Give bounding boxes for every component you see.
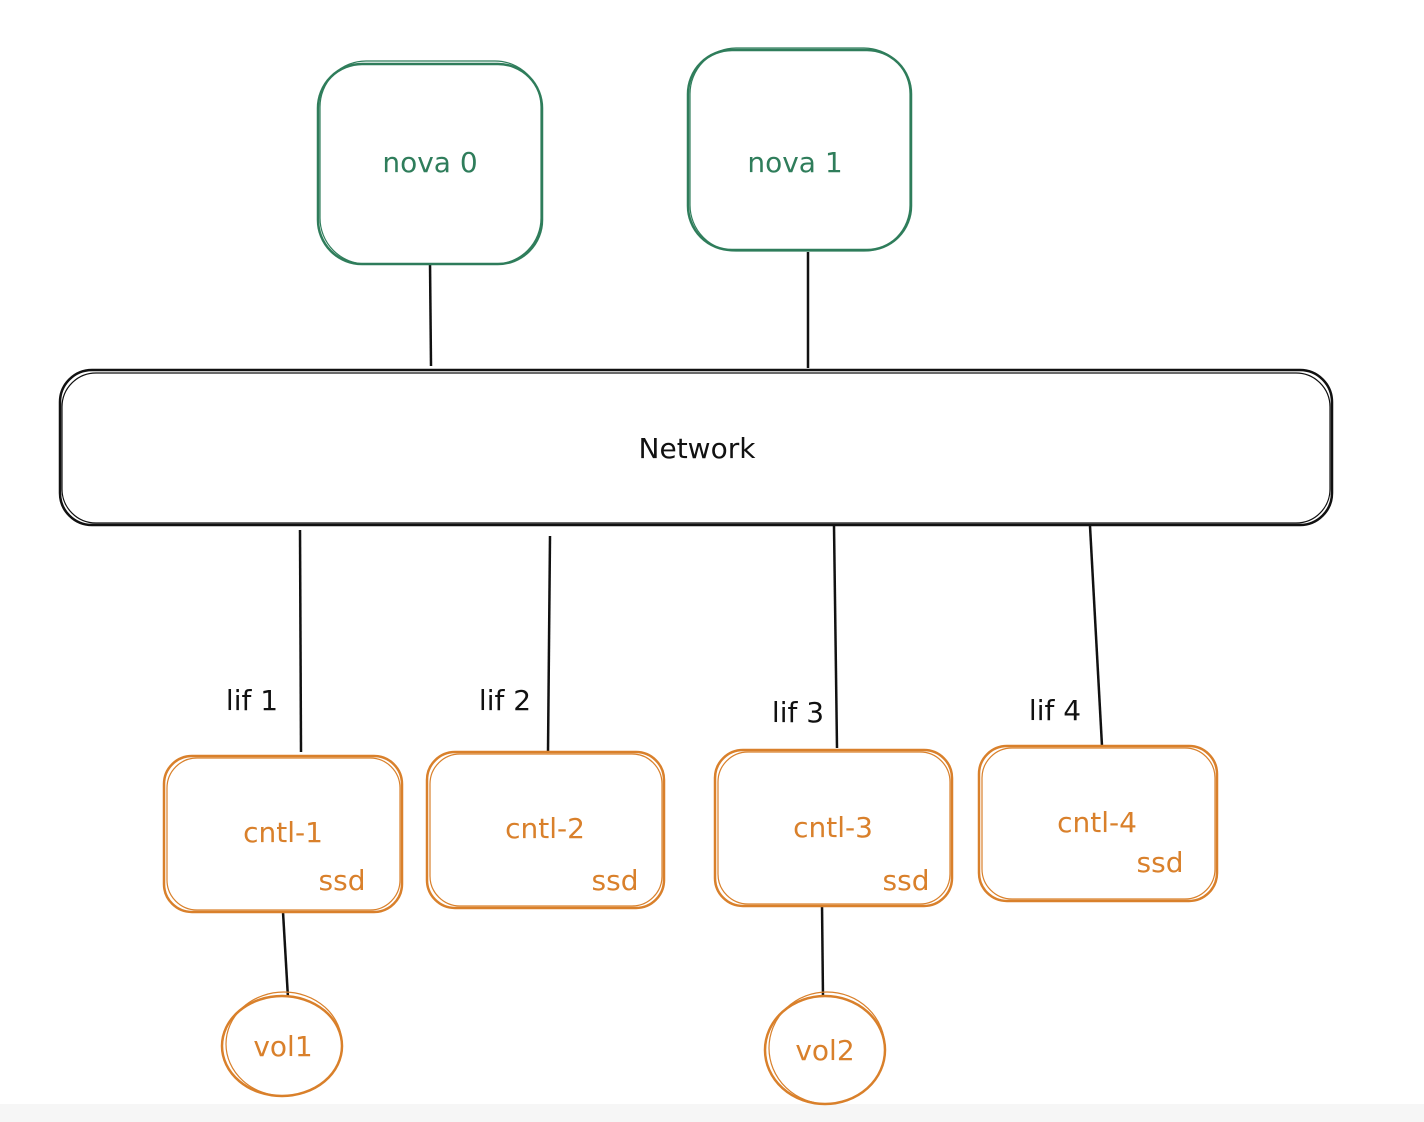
cntl-2-box-sketch (429, 753, 663, 907)
link-network-cntl3 (832, 525, 839, 749)
nova-1-box-sketch (689, 47, 911, 252)
cntl-1-label: cntl-1 (243, 816, 323, 849)
lif-4-label: lif 4 (1029, 694, 1081, 727)
network-box-sketch (61, 372, 1331, 524)
cntl-2-box (425, 750, 666, 910)
nova-0-label: nova 0 (382, 146, 477, 179)
bottom-band (0, 1104, 1424, 1122)
cntl-4-disk-label: ssd (1137, 846, 1184, 879)
controller-cntl-4: cntl-4 ssd (977, 744, 1219, 903)
cntl-3-box-sketch (717, 751, 951, 905)
link-cntl3-vol2 (820, 903, 825, 999)
lif-2-label: lif 2 (479, 684, 531, 717)
nova-1-label: nova 1 (747, 146, 842, 179)
connectors (281, 252, 1104, 999)
cntl-3-disk-label: ssd (883, 864, 930, 897)
link-nova0-network (428, 261, 433, 367)
link-network-cntl2 (546, 535, 552, 753)
cntl-3-label: cntl-3 (793, 811, 873, 844)
network-bus: Network (58, 368, 1334, 527)
cntl-3-box (713, 748, 954, 908)
nova-1-box (686, 48, 913, 252)
cntl-4-label: cntl-4 (1057, 806, 1137, 839)
controller-cntl-1: cntl-1 ssd (162, 754, 404, 914)
cntl-2-disk-label: ssd (592, 864, 639, 897)
network-box (58, 368, 1334, 527)
link-cntl1-vol1 (281, 911, 290, 999)
nova-0-box-sketch (319, 60, 542, 265)
lif-1-label: lif 1 (226, 684, 278, 717)
controller-cntl-3: cntl-3 ssd (713, 748, 954, 908)
network-label: Network (639, 432, 757, 465)
link-network-cntl1 (298, 529, 303, 753)
lif-3-label: lif 3 (772, 696, 824, 729)
cntl-1-disk-label: ssd (319, 864, 366, 897)
cntl-1-box-sketch (166, 757, 401, 911)
compute-node-nova-0: nova 0 (316, 60, 544, 266)
cntl-4-box (977, 744, 1219, 903)
controller-cntl-2: cntl-2 ssd (425, 750, 666, 910)
cntl-1-box (162, 754, 404, 914)
compute-node-nova-1: nova 1 (686, 47, 913, 252)
link-network-cntl4 (1088, 525, 1104, 747)
vol2-circle-sketch (768, 991, 886, 1105)
vol1-label: vol1 (253, 1030, 312, 1063)
cntl-2-label: cntl-2 (505, 812, 585, 845)
volume-vol1: vol1 (220, 991, 344, 1098)
vol2-label: vol2 (795, 1034, 854, 1067)
vol1-circle-sketch (225, 991, 343, 1097)
cntl-4-box-sketch (981, 747, 1216, 900)
volume-vol2: vol2 (763, 991, 887, 1106)
